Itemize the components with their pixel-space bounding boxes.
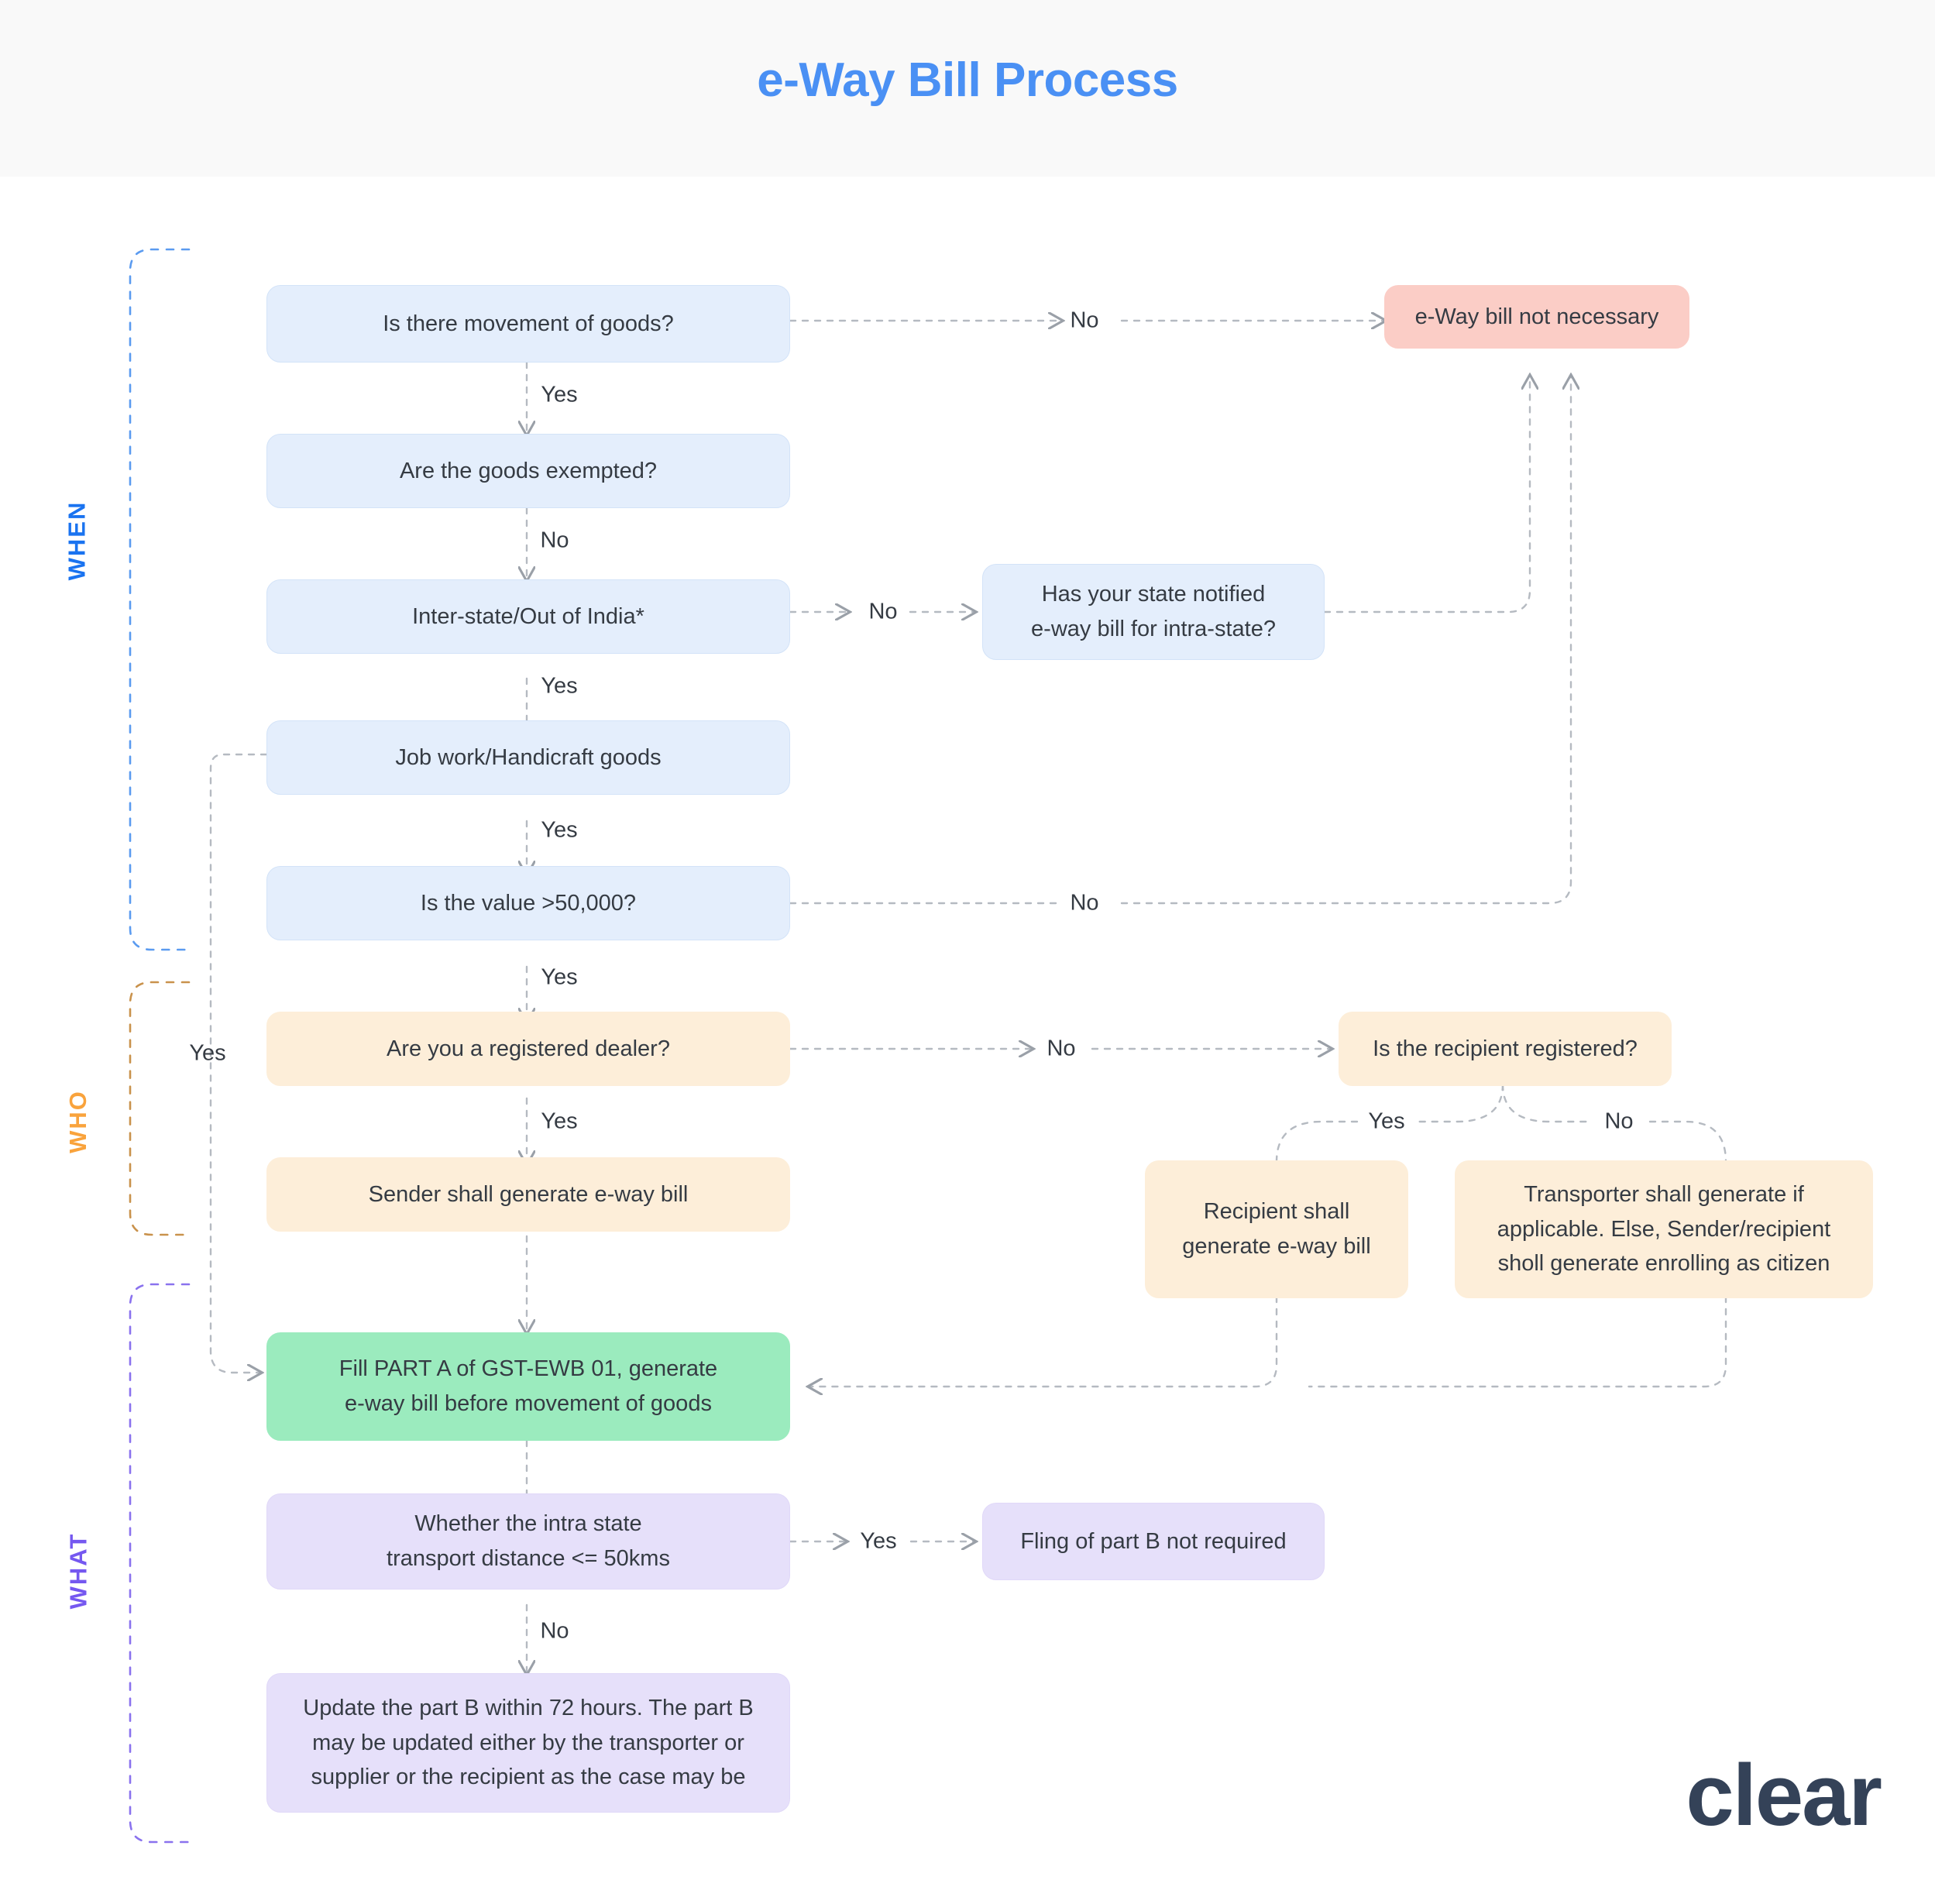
edge-label-registered-no: No xyxy=(1047,1036,1076,1061)
node-label-line2: transport distance <= 50kms xyxy=(387,1546,670,1571)
edge-label-intra-yes: Yes xyxy=(860,1528,897,1554)
edge-label-registered-yes: Yes xyxy=(541,1108,578,1134)
phase-label-what: WHAT xyxy=(64,1532,92,1610)
node-is-there-movement-of-goods[interactable]: Is there movement of goods? xyxy=(266,285,790,363)
node-eway-bill-not-necessary[interactable]: e-Way bill not necessary xyxy=(1384,285,1689,349)
header-band xyxy=(0,0,1935,177)
edge-label-recipient-yes: Yes xyxy=(1368,1108,1405,1134)
node-label-line2: applicable. Else, Sender/recipient xyxy=(1497,1216,1831,1242)
node-label: Are the goods exempted? xyxy=(399,458,658,483)
node-label: Is the value >50,000? xyxy=(420,890,637,916)
node-label: Job work/Handicraft goods xyxy=(395,744,662,770)
node-are-you-a-registered-dealer[interactable]: Are you a registered dealer? xyxy=(266,1012,790,1086)
node-inter-state-out-of-india[interactable]: Inter-state/Out of India* xyxy=(266,579,790,654)
node-label-line1: Update the part B within 72 hours. The p… xyxy=(303,1695,754,1720)
node-label: Sender shall generate e-way bill xyxy=(368,1181,689,1207)
edge-label-interstate-no: No xyxy=(868,599,898,624)
node-label: Are you a registered dealer? xyxy=(387,1036,670,1061)
edge-label-exempted-no: No xyxy=(540,528,569,553)
clear-logo: clear xyxy=(1686,1747,1882,1844)
phase-label-when: WHEN xyxy=(63,500,91,581)
node-label-line2: e-way bill for intra-state? xyxy=(1031,617,1276,641)
node-transporter-shall-generate[interactable]: Transporter shall generate if applicable… xyxy=(1455,1160,1873,1298)
node-label-line1: Recipient shall xyxy=(1203,1199,1350,1225)
edge-label-value-no: No xyxy=(1070,890,1099,916)
node-label-line2: generate e-way bill xyxy=(1182,1234,1371,1259)
node-label-line3: sholl generate enrolling as citizen xyxy=(1497,1251,1830,1277)
node-label-line1: Has your state notified xyxy=(1041,582,1266,607)
node-has-your-state-notified[interactable]: Has your state notified e-way bill for i… xyxy=(982,564,1325,660)
node-is-the-value-50000[interactable]: Is the value >50,000? xyxy=(266,866,790,940)
node-recipient-shall-generate[interactable]: Recipient shall generate e-way bill xyxy=(1145,1160,1408,1298)
node-whether-intra-state-distance[interactable]: Whether the intra state transport distan… xyxy=(266,1493,790,1590)
node-fill-part-a-gst-ewb-01[interactable]: Fill PART A of GST-EWB 01, generate e-wa… xyxy=(266,1332,790,1441)
node-are-the-goods-exempted[interactable]: Are the goods exempted? xyxy=(266,434,790,508)
edge-label-movement-no: No xyxy=(1070,308,1099,333)
node-fling-of-part-b-not-required[interactable]: Fling of part B not required xyxy=(982,1503,1325,1580)
node-job-work-handicraft-goods[interactable]: Job work/Handicraft goods xyxy=(266,720,790,795)
node-label: e-Way bill not necessary xyxy=(1414,304,1659,329)
page-title: e-Way Bill Process xyxy=(757,53,1178,107)
node-is-the-recipient-registered[interactable]: Is the recipient registered? xyxy=(1339,1012,1672,1086)
node-label: Is the recipient registered? xyxy=(1373,1036,1638,1061)
edge-label-interstate-yes: Yes xyxy=(541,673,578,699)
node-label-line1: Transporter shall generate if xyxy=(1524,1181,1804,1207)
edge-label-recipient-no: No xyxy=(1604,1108,1634,1134)
node-sender-shall-generate-eway-bill[interactable]: Sender shall generate e-way bill xyxy=(266,1157,790,1232)
node-label-line2: e-way bill before movement of goods xyxy=(345,1391,712,1416)
edge-label-movement-yes: Yes xyxy=(541,382,578,407)
node-label: Fling of part B not required xyxy=(1020,1528,1287,1554)
node-label-line1: Whether the intra state xyxy=(414,1511,642,1537)
edge-label-jobwork-side-yes: Yes xyxy=(189,1040,226,1066)
node-update-part-b-within-72-hours[interactable]: Update the part B within 72 hours. The p… xyxy=(266,1673,790,1813)
node-label-line3: supplier or the recipient as the case ma… xyxy=(311,1765,746,1790)
edge-label-intra-no: No xyxy=(540,1618,569,1644)
phase-label-who: WHO xyxy=(64,1090,91,1153)
edge-label-value-yes: Yes xyxy=(541,964,578,990)
node-label-line2: may be updated either by the transporter… xyxy=(312,1730,744,1755)
edge-label-jobwork-yes: Yes xyxy=(541,817,578,843)
node-label-line1: Fill PART A of GST-EWB 01, generate xyxy=(339,1356,718,1382)
node-label: Inter-state/Out of India* xyxy=(412,603,644,629)
node-label: Is there movement of goods? xyxy=(383,311,674,336)
